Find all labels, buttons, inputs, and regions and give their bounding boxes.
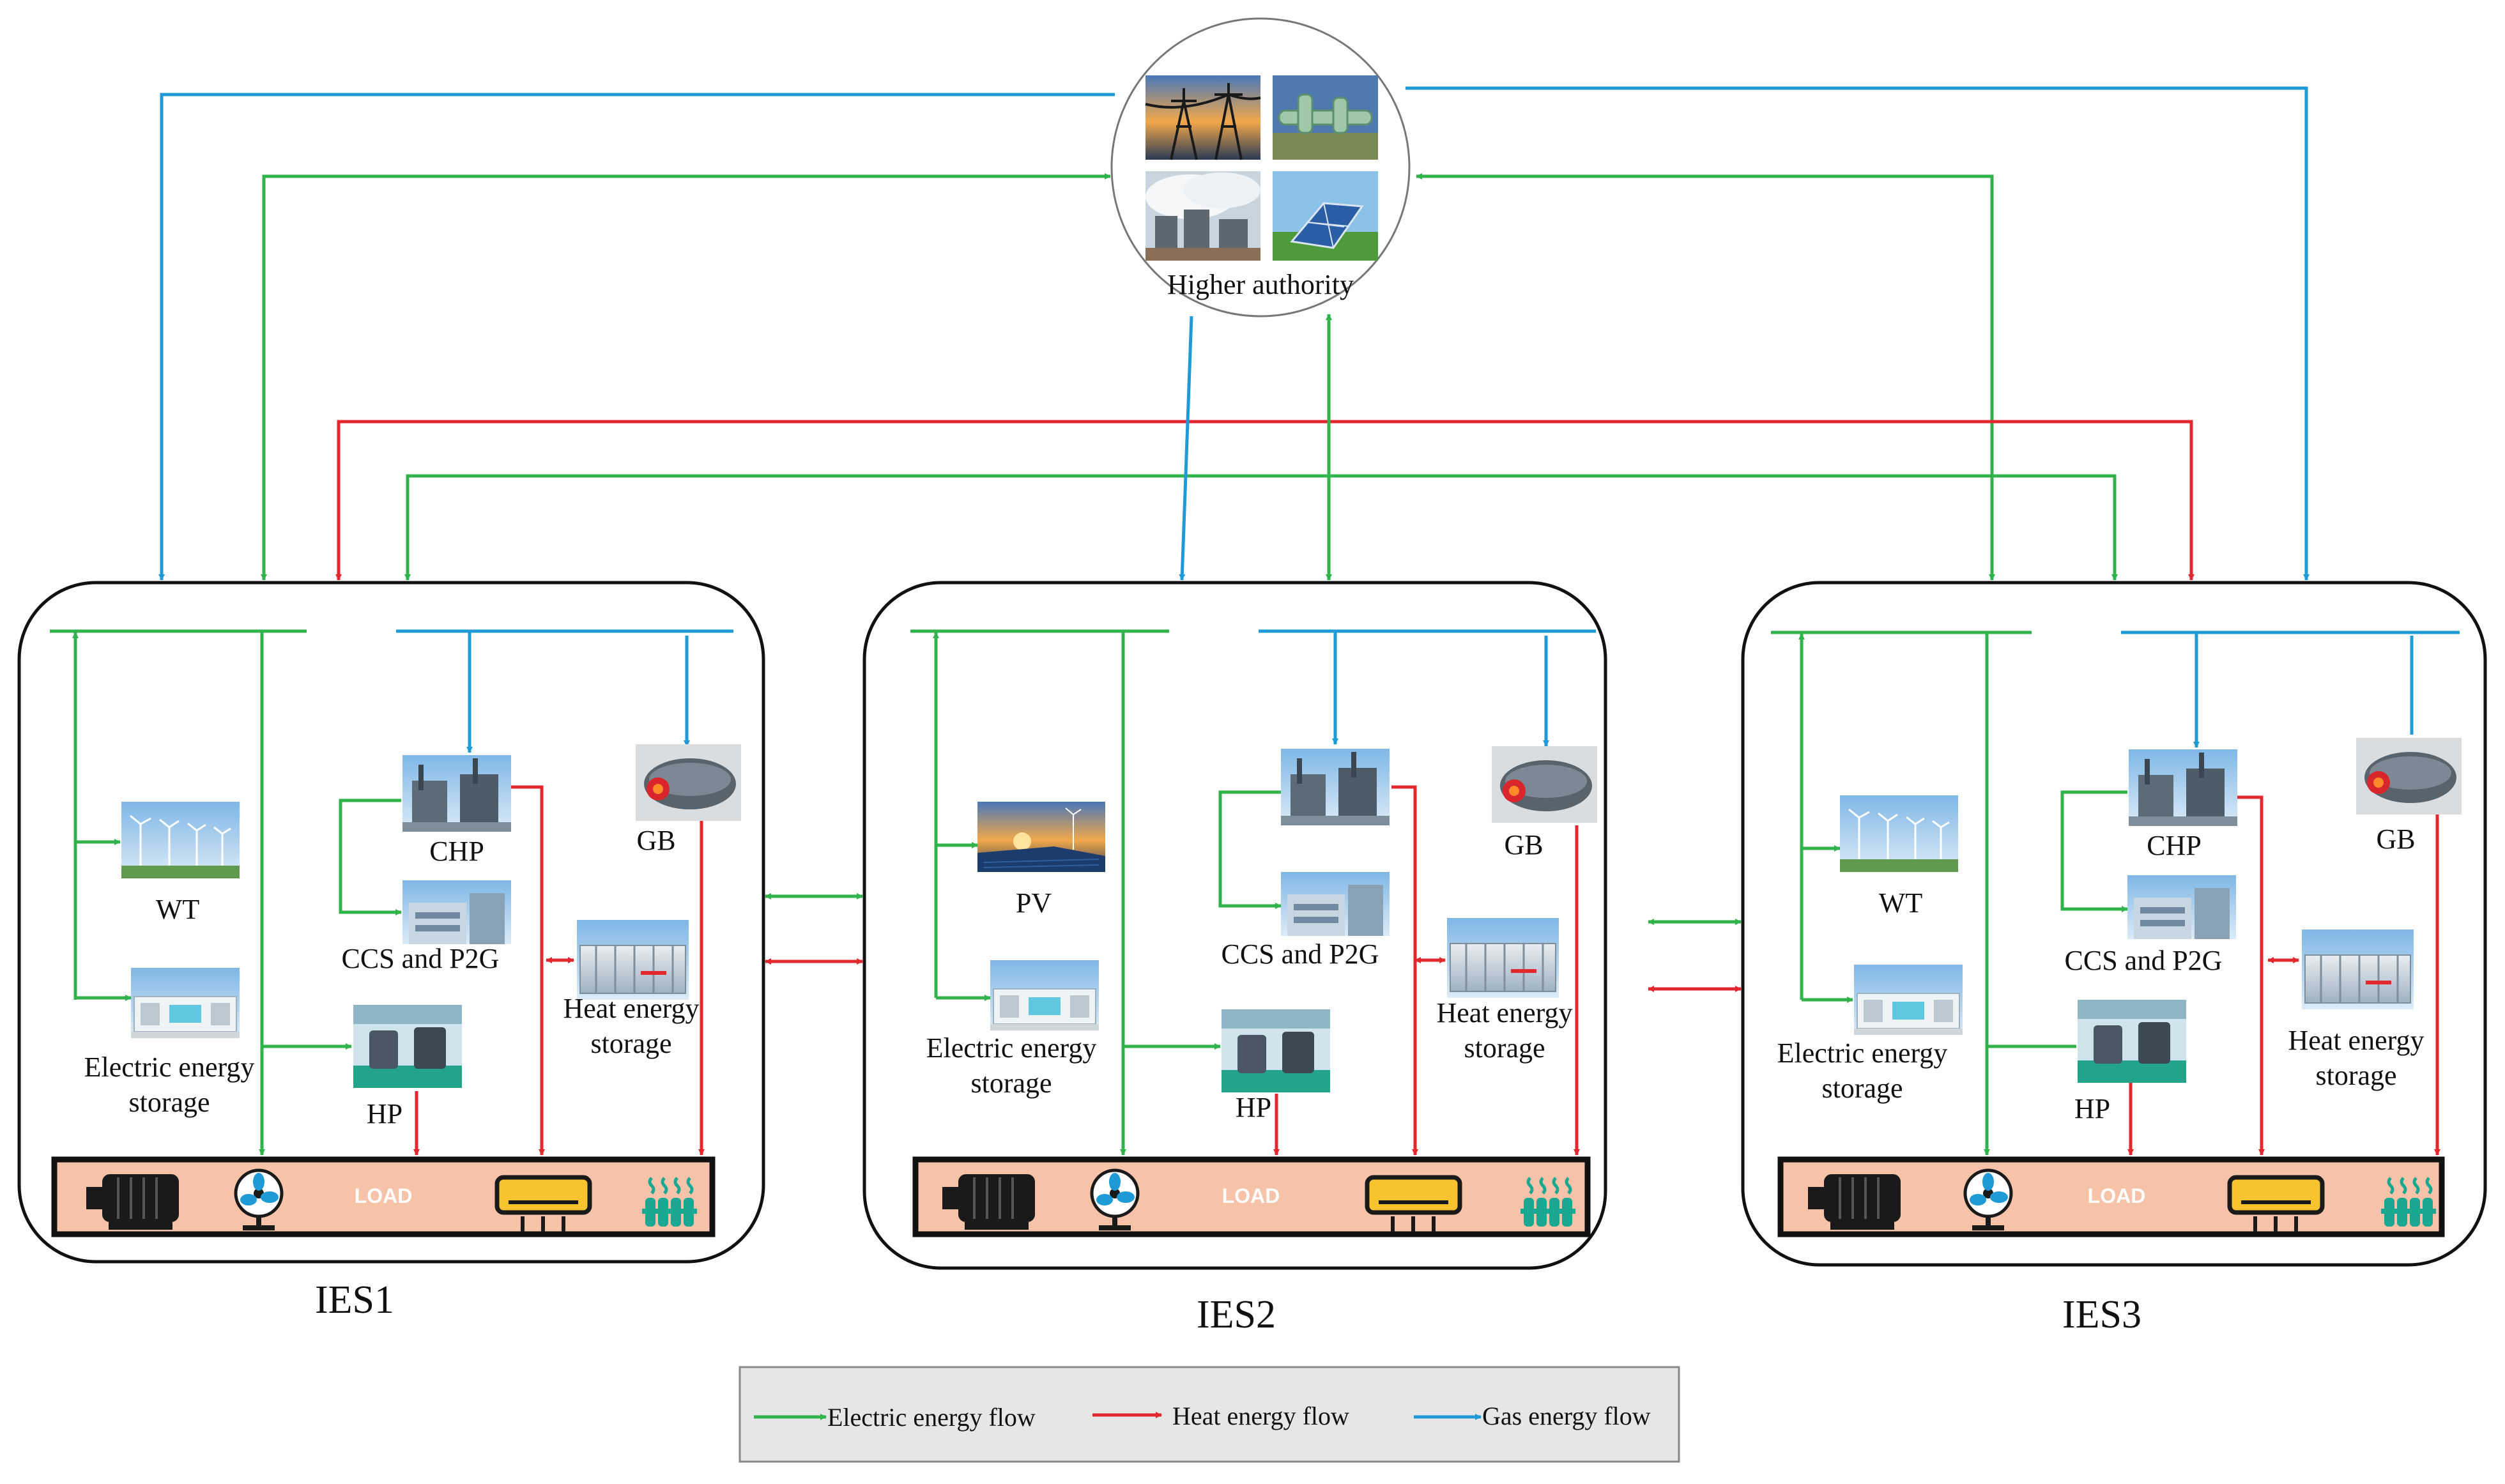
ies3-ees-label-1: Electric energy <box>1777 1037 1948 1069</box>
inter-ies-links <box>765 893 1742 992</box>
gas-line-authority-ies1 <box>158 93 1115 581</box>
ies3-frame <box>1741 581 2487 1267</box>
legend-box <box>739 1366 1680 1463</box>
electric-line-authority-ies3 <box>1416 173 1995 581</box>
ies1-ees-label-2: storage <box>128 1087 210 1118</box>
ies3-panel: CHP GB WT CCS and P2G Electric energy st… <box>1741 581 2487 1336</box>
ies2-pv-label: PV <box>1016 887 1052 919</box>
ies1-panel: CHP GB WT CCS and P2G Electric energy st… <box>17 581 765 1322</box>
ies1-wt-label: WT <box>156 894 200 925</box>
ies2-frame <box>862 581 1607 1270</box>
ies3-ees-icon <box>1853 964 1963 1036</box>
ies1-ees-icon <box>130 967 240 1039</box>
ies1-hp-icon <box>353 1005 462 1088</box>
ies2-hes-label-1: Heat energy <box>1437 997 1573 1029</box>
ies3-gb-icon <box>2356 738 2462 815</box>
ies2-hp-label: HP <box>1236 1092 1271 1123</box>
top-connection-lines <box>158 86 2310 581</box>
ies3-wt-label: WT <box>1879 887 1923 919</box>
ies2-panel: GB PV CCS and P2G Electric energy storag… <box>862 581 1607 1336</box>
ies1-hes-label-1: Heat energy <box>563 993 700 1024</box>
ies3-load-label: LOAD <box>2088 1184 2146 1207</box>
ies2-load-bar: LOAD <box>912 1156 1591 1237</box>
gas-line-authority-ies3 <box>1406 86 2310 581</box>
ies1-ees-label-1: Electric energy <box>84 1052 255 1083</box>
ies2-chp-icon <box>1281 749 1390 825</box>
legend-gas-label: Gas energy flow <box>1482 1402 1651 1430</box>
ies1-wt-icon <box>120 800 241 880</box>
legend-heat-label: Heat energy flow <box>1172 1402 1349 1430</box>
ies1-gb-icon <box>636 744 741 821</box>
ies1-hes-icon <box>576 919 690 1001</box>
ies2-ees-label-1: Electric energy <box>926 1032 1097 1064</box>
ies3-hes-label-2: storage <box>2315 1060 2396 1091</box>
ies2-hes-label-2: storage <box>1464 1032 1545 1064</box>
ies3-title: IES3 <box>2062 1293 2141 1336</box>
solar-panel-icon <box>1273 171 1378 261</box>
ies3-ccs-label: CCS and P2G <box>2065 945 2223 976</box>
ies2-gb-label: GB <box>1504 829 1543 861</box>
power-tower-icon <box>1145 75 1261 160</box>
electric-line-ies1-ies3 <box>404 474 2118 581</box>
higher-authority: Higher authority <box>1110 17 1411 317</box>
ies2-ees-label-2: storage <box>970 1067 1052 1099</box>
legend: Electric energy flow Heat energy flow Ga… <box>739 1366 1680 1463</box>
ies3-ees-label-2: storage <box>1821 1073 1903 1104</box>
ies1-frame <box>17 581 765 1264</box>
ies1-load-label: LOAD <box>355 1184 413 1207</box>
ies1-hp-label: HP <box>367 1098 402 1129</box>
power-plant-icon <box>1145 171 1260 261</box>
authority-label: Higher authority <box>1167 269 1354 300</box>
ies2-pv-icon <box>977 801 1106 873</box>
ies2-hes-icon <box>1446 917 1560 999</box>
gas-line-authority-ies2 <box>1179 316 1193 581</box>
ies3-hes-label-1: Heat energy <box>2288 1025 2425 1056</box>
electric-line-authority-ies1 <box>261 173 1111 581</box>
legend-electric-label: Electric energy flow <box>827 1403 1036 1432</box>
ies3-hp-icon <box>2078 1000 2186 1083</box>
heat-line-ies1-ies3 <box>335 420 2195 581</box>
ies1-load-bar: LOAD <box>51 1156 716 1237</box>
ies2-gb-icon <box>1492 746 1597 823</box>
ies2-title: IES2 <box>1197 1293 1276 1336</box>
ies2-load-label: LOAD <box>1222 1184 1280 1207</box>
ies1-chp-icon <box>402 755 511 832</box>
ies1-hes-label-2: storage <box>590 1028 671 1059</box>
ies3-load-bar: LOAD <box>1777 1156 2445 1237</box>
ies1-gb-label: GB <box>636 825 675 856</box>
ies1-chp-label: CHP <box>429 836 484 867</box>
ies2-ees-icon <box>990 960 1099 1031</box>
gas-pipeline-icon <box>1273 75 1378 160</box>
ies3-hes-icon <box>2301 928 2415 1011</box>
ies3-gb-label: GB <box>2376 823 2415 855</box>
ies2-ccs-icon <box>1281 872 1390 936</box>
ies2-ccs-label: CCS and P2G <box>1222 938 1379 970</box>
ies3-hp-label: HP <box>2074 1093 2110 1124</box>
ies1-ccs-label: CCS and P2G <box>342 943 500 974</box>
ies3-wt-icon <box>1839 794 1959 873</box>
ies1-title: IES1 <box>315 1278 394 1322</box>
ies3-ccs-icon <box>2127 875 2236 939</box>
ies1-ccs-icon <box>402 880 511 944</box>
ies3-chp-icon <box>2129 749 2237 826</box>
ies2-hp-icon <box>1222 1009 1330 1092</box>
ies3-chp-label: CHP <box>2147 830 2202 861</box>
